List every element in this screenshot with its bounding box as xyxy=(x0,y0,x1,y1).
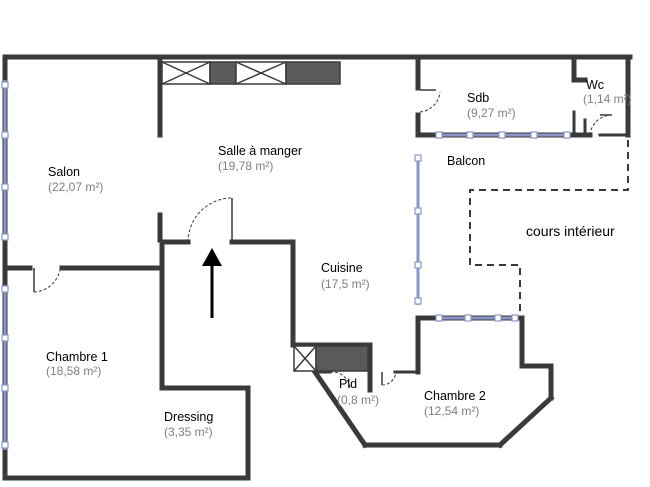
chambre-2-area: (12,54 m²) xyxy=(424,404,479,418)
wc-area: (1,14 m²) xyxy=(583,92,632,106)
chambre-2-name: Chambre 2 xyxy=(424,389,486,403)
entrance-arrow-icon xyxy=(202,248,222,318)
cuisine-name: Cuisine xyxy=(321,261,363,275)
pld-name: Pld xyxy=(339,377,357,391)
kitchen-cabinets xyxy=(161,61,369,372)
balcony-outline xyxy=(469,140,629,318)
windows xyxy=(1,80,571,450)
sdb-name: Sdb xyxy=(467,91,489,105)
pld-area: (0,8 m²) xyxy=(337,393,379,407)
dressing-area: (3,35 m²) xyxy=(164,425,213,439)
walls xyxy=(2,54,633,481)
salle-a-manger-name: Salle à manger xyxy=(218,144,302,158)
cuisine-area: (17,5 m²) xyxy=(321,277,370,291)
dressing-name: Dressing xyxy=(164,410,213,424)
doors xyxy=(33,89,613,389)
sdb-area: (9,27 m²) xyxy=(467,106,516,120)
salon-area: (22,07 m²) xyxy=(48,180,103,194)
courtyard-label: cours intérieur xyxy=(526,223,615,239)
wc-name: Wc xyxy=(586,78,604,92)
chambre-1-name: Chambre 1 xyxy=(46,350,108,364)
balcon-name: Balcon xyxy=(447,154,485,168)
salle-a-manger-area: (19,78 m²) xyxy=(218,159,273,173)
room-labels: Salon (22,07 m²) Salle à manger (19,78 m… xyxy=(46,78,632,439)
salon-name: Salon xyxy=(48,165,80,179)
chambre-1-area: (18,58 m²) xyxy=(46,364,101,378)
